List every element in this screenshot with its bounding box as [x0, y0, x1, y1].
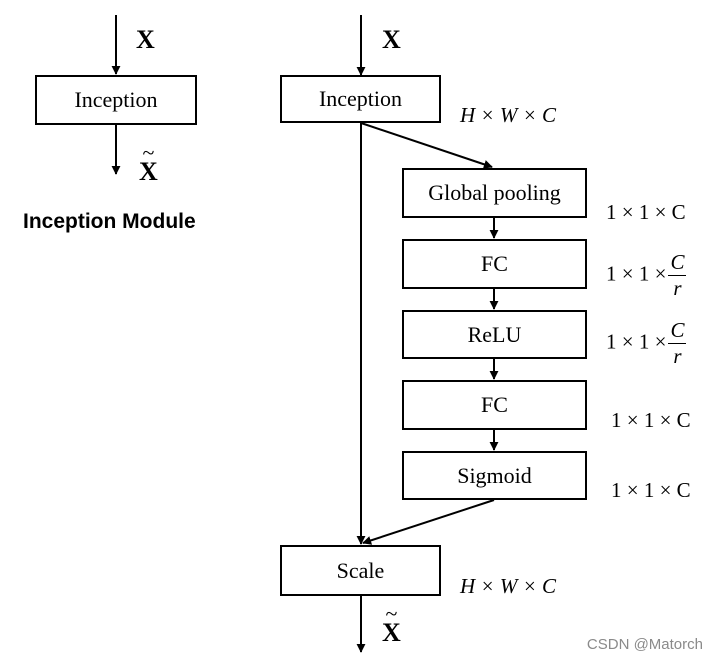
se-output-tilde-x: X [382, 618, 401, 648]
left-inception-block-label: Inception [74, 87, 158, 112]
sigmoid-to-scale-arrow [362, 499, 495, 545]
se-output-label: X [382, 618, 401, 648]
sigmoid-dim-text: 1 × 1 × C [611, 478, 691, 502]
inception-dim-label: H × W × C [460, 103, 556, 128]
sigmoid-block: Sigmoid [402, 451, 587, 500]
scale-label: Scale [336, 557, 385, 583]
relu-frac-den: r [673, 344, 682, 368]
relu-frac-num: C [668, 318, 687, 344]
to-pooling-arrow [360, 122, 493, 169]
se-inception-block: Inception [280, 75, 441, 123]
inception-dim-text: H × W × C [460, 103, 557, 127]
global-pooling-label: Global pooling [428, 180, 561, 205]
sigmoid-label: Sigmoid [457, 462, 532, 488]
fc1-dim-prefix: 1 × 1 × [606, 261, 667, 286]
left-input-label: X [136, 25, 155, 54]
inception-module-caption: Inception Module [23, 210, 196, 233]
left-output-label: X [139, 157, 158, 187]
relu-label: ReLU [467, 321, 522, 347]
global-pooling-dim-text: 1 × 1 × C [606, 200, 686, 224]
fc1-frac-den: r [673, 276, 682, 300]
scale-block: Scale [280, 545, 441, 596]
global-pooling-block: Global pooling [402, 168, 587, 218]
fc2-block: FC [402, 380, 587, 430]
fc1-block: FC [402, 239, 587, 289]
fc2-dim-text: 1 × 1 × C [611, 408, 691, 432]
fc2-label: FC [481, 392, 508, 417]
global-pooling-dim-label: 1 × 1 × C [606, 200, 686, 225]
sigmoid-dim-label: 1 × 1 × C [611, 478, 691, 503]
se-inception-block-label: Inception [318, 86, 403, 111]
relu-dim-prefix: 1 × 1 × [606, 329, 667, 354]
relu-block: ReLU [402, 310, 587, 359]
left-output-tilde-x: X [139, 157, 158, 187]
scale-dim-text: H × W × C [460, 574, 557, 598]
left-inception-block: Inception [35, 75, 197, 125]
watermark: CSDN @Matorch [586, 636, 703, 653]
se-input-label: X [382, 25, 401, 54]
fc1-label: FC [481, 251, 508, 276]
scale-dim-label: H × W × C [460, 574, 556, 599]
fc1-frac-num: C [668, 250, 687, 276]
fc2-dim-label: 1 × 1 × C [611, 408, 691, 433]
